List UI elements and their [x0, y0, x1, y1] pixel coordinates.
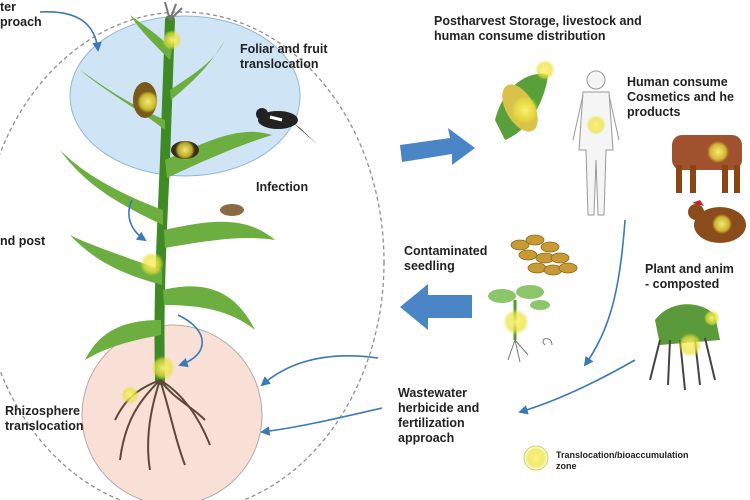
cow-icon — [672, 135, 742, 193]
arrow-to-postharvest — [400, 128, 475, 165]
rhizosphere-zone — [81, 324, 263, 500]
label-rhizosphere-translocation: Rhizosphere translocation — [5, 404, 84, 433]
label-wastewater-approach: Wastewater herbicide and fertilization a… — [398, 386, 480, 445]
maize-plant — [60, 1, 275, 385]
arrow-infection — [128, 199, 147, 242]
label-plant-animal-composted: Plant and anim - composted — [645, 262, 734, 291]
bioaccumulation-hotspots — [121, 30, 195, 404]
hen-icon — [688, 200, 746, 243]
arrow-human-to-compost — [583, 219, 626, 367]
plant-system-boundary — [0, 11, 385, 500]
label-contaminated-seedling: Contaminated seedling — [404, 244, 488, 273]
arrow-compost-to-wastewater — [518, 359, 636, 415]
arrow-to-plant — [400, 284, 472, 330]
label-foliar-translocation: Foliar and fruit translocation — [240, 42, 328, 71]
label-postharvest-storage: Postharvest Storage, livestock and human… — [434, 14, 642, 43]
label-and-post: nd post — [0, 234, 46, 248]
legend-label: Translocation/bioaccumulation zone — [556, 450, 689, 471]
plant-roots — [114, 379, 211, 471]
arrow-wastewater-top — [260, 355, 379, 387]
compost-residue-icon — [649, 304, 720, 391]
bird-icon — [256, 108, 318, 145]
seedling-icon — [488, 285, 553, 363]
arrow-wastewater-bottom — [260, 407, 383, 436]
corn-cob-icon — [495, 60, 555, 140]
human-figure-icon — [572, 70, 620, 216]
arrow-root-uptake — [177, 314, 204, 368]
label-infection: Infection — [256, 180, 309, 194]
insect-icon — [220, 204, 244, 216]
label-approach: ter proach — [0, 0, 42, 29]
legend-marker — [523, 445, 549, 471]
seed-pile-icon — [510, 234, 578, 276]
arrow-approach — [39, 11, 102, 52]
label-human-consume: Human consume Cosmetics and he products — [627, 75, 734, 119]
